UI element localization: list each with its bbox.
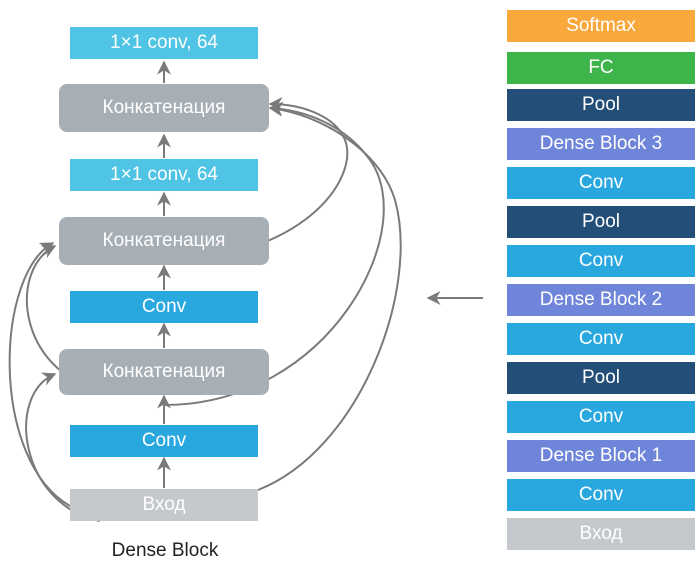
dense-block-layer: Конкатенация [59,349,269,395]
network-layer: Pool [507,206,695,238]
network-layer: Conv [507,323,695,355]
skip-input-to-concat-3 [257,102,402,491]
dense-block-layer: 1×1 conv, 64 [70,159,258,191]
network-layer: Conv [507,479,695,511]
skip-input-to-concat-2 [8,242,71,507]
network-layer: Conv [507,167,695,199]
network-layer: Вход [507,518,695,550]
network-layer: Pool [507,89,695,121]
dense-block-layer: Конкатенация [59,217,269,265]
dense-block-caption: Dense Block [111,540,219,561]
dense-block-layer: Conv [70,425,258,457]
network-layer: Conv [507,401,695,433]
network-layer: Softmax [507,10,695,42]
dense-block-layer: 1×1 conv, 64 [70,27,258,59]
network-layer: Conv [507,245,695,277]
network-layer: Dense Block 1 [507,440,695,472]
network-layer: FC [507,52,695,84]
dense-block-layer: Вход [70,489,258,521]
network-layer: Dense Block 2 [507,284,695,316]
dense-block-layer: Conv [70,291,258,323]
dense-block-layer: Конкатенация [59,84,269,132]
network-layer: Pool [507,362,695,394]
network-layer: Dense Block 3 [507,128,695,160]
